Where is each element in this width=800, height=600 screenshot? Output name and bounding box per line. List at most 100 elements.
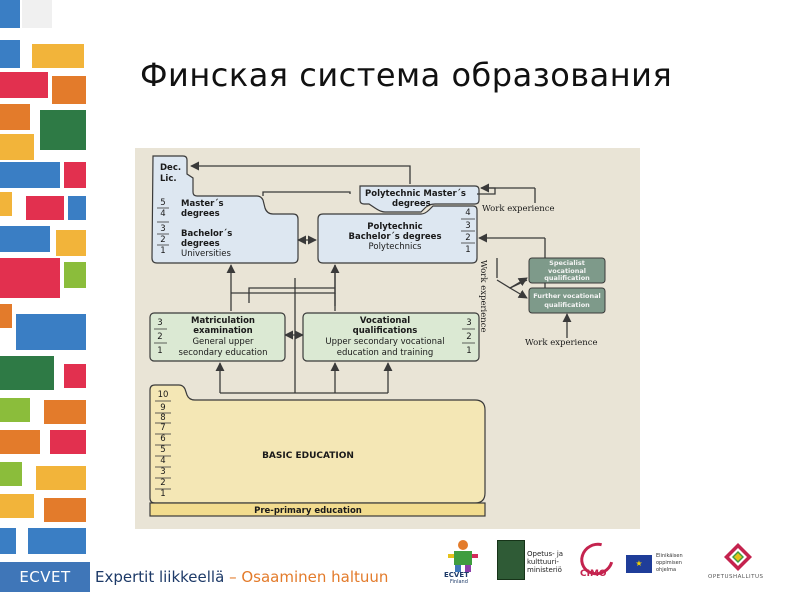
work-experience-vertical: Work experience (478, 260, 488, 333)
basic-grade: 4 (160, 456, 165, 466)
vocational-box (302, 312, 480, 362)
matric-line4: secondary education (179, 348, 268, 358)
voc-grade-dividers (462, 328, 475, 344)
poly-line1: Polytechnic (367, 222, 422, 232)
masters-line2: degrees (181, 209, 220, 219)
mosaic-block (0, 430, 40, 454)
mosaic-block (0, 40, 20, 68)
opetushallitus-logo: OPETUSHALLITUS (708, 542, 768, 582)
ecvet-logo-country: Finland (450, 579, 468, 585)
mosaic-block (50, 430, 86, 454)
work-experience-bottom: Work experience (525, 338, 598, 348)
matric-grade: 1 (157, 346, 162, 356)
mosaic-block (0, 494, 34, 518)
matric-grade-dividers (154, 328, 167, 344)
mosaic-block (64, 162, 86, 188)
specialist-line1: Specialist (549, 259, 585, 267)
mosaic-block (0, 162, 60, 188)
ministry-line3: ministeriö (527, 566, 562, 574)
basic-grade: 7 (160, 423, 165, 433)
ecvet-logo-text: ECVET (444, 571, 469, 579)
poly-grade: 2 (465, 233, 470, 243)
footer-tagline: Expertit liikkeellä – Osaaminen haltuun (95, 562, 388, 592)
left-color-mosaic (0, 0, 90, 560)
footer-tagline-part2: Osaaminen haltuun (241, 568, 389, 586)
poly-grade: 1 (465, 245, 470, 255)
cimo-text: CIMO (580, 569, 607, 579)
mosaic-block (0, 0, 20, 28)
basic-grade: 3 (160, 467, 165, 477)
matric-grade: 2 (157, 332, 162, 342)
uni-grade: 5 (160, 198, 165, 208)
specialist-box (528, 257, 606, 284)
uni-grade: 3 (160, 224, 165, 234)
matriculation-box (149, 312, 286, 362)
basic-grade: 9 (160, 403, 165, 413)
polytechnic-masters-box (359, 185, 480, 213)
voc-grade: 2 (466, 332, 471, 342)
lic-label: Lic. (160, 174, 177, 184)
footer-tagline-separator: – (224, 568, 242, 586)
voc-grade: 3 (466, 318, 471, 328)
diagram-arrows (190, 161, 572, 394)
mosaic-block (52, 76, 86, 104)
poly-grade-dividers (461, 218, 475, 244)
basic-education-label: BASIC EDUCATION (262, 451, 354, 461)
uni-grade: 2 (160, 235, 165, 245)
mosaic-block (16, 314, 86, 350)
mosaic-block (0, 462, 22, 486)
poly-grade: 4 (465, 208, 470, 218)
mosaic-block (28, 528, 86, 554)
eu-lifelong-learning-logo: ★ Elinikäisen oppimisen ohjelma (626, 553, 702, 577)
footer-bar: ECVET Expertit liikkeellä – Osaaminen ha… (0, 562, 800, 592)
ministry-line1: Opetus- ja (527, 550, 564, 558)
ministry-logo: Opetus- ja kulttuuri- ministeriö (497, 540, 567, 580)
basic-education-box (149, 384, 486, 504)
mosaic-block (44, 400, 86, 424)
mosaic-block (0, 134, 34, 160)
further-vocational-box (528, 287, 606, 314)
uni-grade: 1 (160, 246, 165, 256)
voc-line4: education and training (337, 348, 434, 358)
poly-grade: 3 (465, 221, 470, 231)
poly-line3: Polytechnics (369, 242, 422, 252)
specialist-line3: qualification (544, 274, 590, 282)
ministry-line2: kulttuuri- (527, 558, 559, 566)
mosaic-block (32, 44, 84, 68)
poly-masters-line1: Polytechnic Master´s (365, 188, 466, 199)
ministry-emblem-icon (497, 540, 525, 580)
mosaic-block (0, 72, 48, 98)
mosaic-block (36, 466, 86, 490)
basic-grade: 8 (160, 413, 165, 423)
mosaic-block (44, 498, 86, 522)
ecvet-finland-logo: ECVET Finland (440, 536, 486, 585)
basic-grade: 1 (160, 489, 165, 499)
dec-label: Dec. (160, 163, 181, 173)
slide-title: Финская система образования (140, 56, 673, 94)
voc-line2: qualifications (353, 326, 418, 336)
matric-grade: 3 (157, 318, 162, 328)
oph-text: OPETUSHALLITUS (708, 574, 764, 580)
ecvet-figure-icon (448, 540, 478, 572)
universities-label: Universities (181, 249, 231, 259)
specialist-line2: vocational (548, 267, 586, 275)
poly-line2: Bachelor´s degrees (349, 231, 442, 242)
voc-grade: 1 (466, 346, 471, 356)
matric-line1: Matriculation (191, 316, 255, 326)
mosaic-block (26, 196, 64, 220)
eu-flag-icon: ★ (626, 555, 652, 573)
mosaic-block (0, 104, 30, 130)
basic-grade-dividers (155, 400, 171, 490)
further-line2: qualification (544, 301, 590, 309)
bachelors-line1: Bachelor´s (181, 228, 232, 239)
eu-line1: Elinikäisen (656, 553, 683, 559)
bachelors-line2: degrees (181, 239, 220, 249)
oph-diamond-icon (724, 543, 752, 571)
voc-line1: Vocational (360, 316, 410, 326)
cimo-logo: CIMO (574, 536, 620, 582)
footer-tagline-part1: Expertit liikkeellä (95, 568, 225, 586)
basic-grade: 6 (160, 434, 165, 444)
ecvet-footer-label: ECVET (0, 562, 90, 592)
eu-line2: oppimisen (656, 560, 682, 566)
